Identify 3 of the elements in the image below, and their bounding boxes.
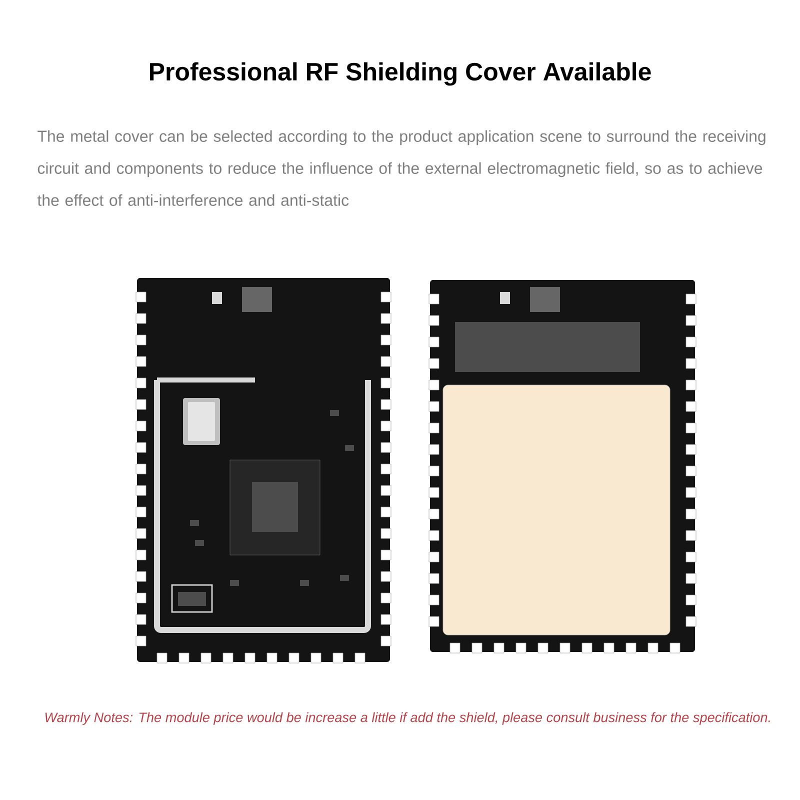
description: The metal cover can be selected according to the product application scene to surround the receiving circuit and components to reduce the influence of the external electromagnetic field, so as to achieve the effect of anti-interference and anti-static: [37, 130, 766, 206]
note: Warmly Notes: The module price would be increase a little if add the shield, please consult business for the specification.: [45, 712, 770, 725]
title: Professional RF Shielding Cover Available: [150, 62, 651, 86]
